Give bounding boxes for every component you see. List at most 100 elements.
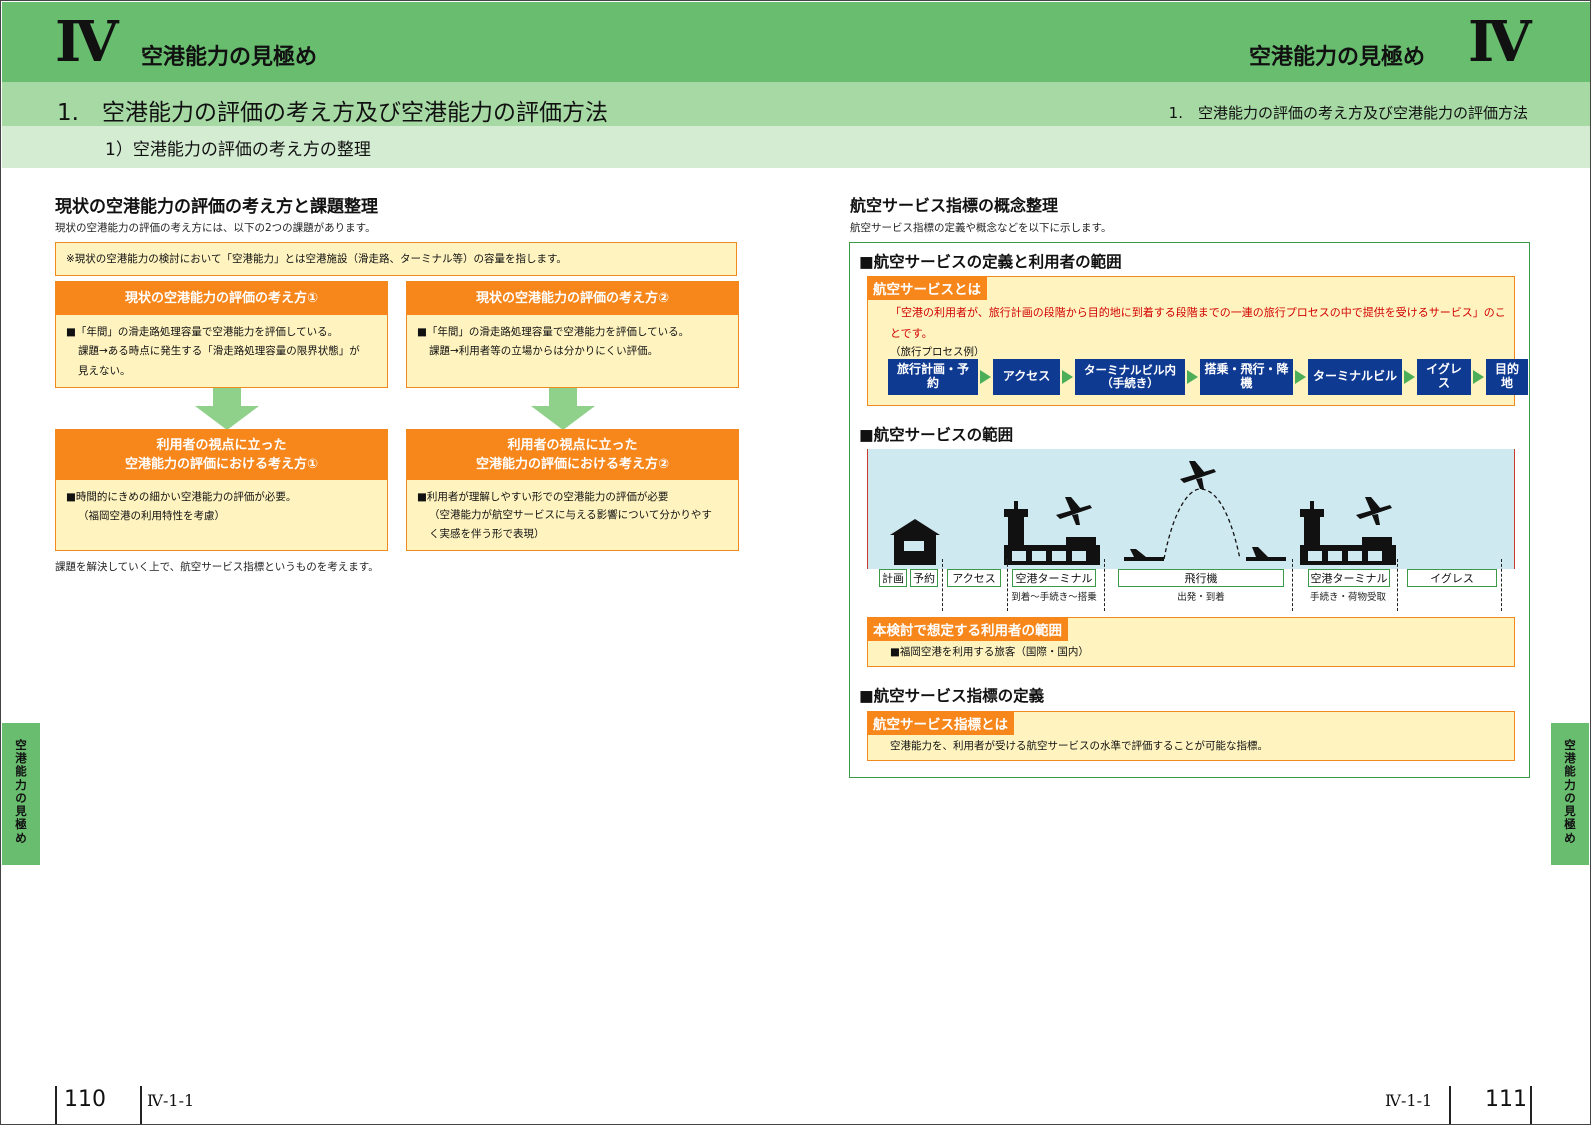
footer-rule bbox=[1530, 1086, 1532, 1124]
subsection-band bbox=[2, 126, 1590, 168]
card-body: ■時間的にきめの細かい空港能力の評価が必要。 （福岡空港の利用特性を考慮） bbox=[56, 480, 387, 535]
footer-rule bbox=[140, 1086, 142, 1124]
flow-arrow-icon bbox=[1187, 370, 1198, 384]
scope-label-terminal: 空港ターミナル bbox=[1308, 569, 1390, 587]
card-line: ■時間的にきめの細かい空港能力の評価が必要。 bbox=[66, 491, 297, 503]
terminal-building-icon bbox=[1004, 501, 1100, 565]
card-title: 利用者の視点に立った 空港能力の評価における考え方① bbox=[56, 430, 387, 480]
card-title: 現状の空港能力の評価の考え方② bbox=[407, 282, 738, 315]
side-tab-left: 空港能力の見極め bbox=[2, 723, 40, 865]
scope-label-terminal: 空港ターミナル bbox=[1012, 569, 1096, 587]
side-tab-label: 空港能力の見極め bbox=[1564, 738, 1576, 845]
flow-step: 搭乗・飛行・降機 bbox=[1200, 359, 1293, 395]
card-line: （福岡空港の利用特性を考慮） bbox=[78, 510, 225, 523]
example-label: （旅行プロセス例） bbox=[890, 346, 985, 358]
scope-label-plan: 計画 bbox=[879, 569, 907, 587]
card-body: ■「年間」の滑走路処理容量で空港能力を評価している。 課題→利用者等の立場からは… bbox=[407, 315, 738, 370]
travel-process-flow: 旅行計画・予約 アクセス ターミナルビル内 （手続き） 搭乗・飛行・降機 ターミ… bbox=[888, 359, 1528, 395]
service-definition-box: 航空サービスとは 「空港の利用者が、旅行計画の段階から目的地に到着する段階までの… bbox=[867, 276, 1528, 406]
card-line: 課題→ある時点に発生する「滑走路処理容量の限界状態」が bbox=[78, 345, 360, 358]
scope-sublabel: 出発・到着 bbox=[1177, 592, 1225, 603]
user-scope-text: ■福岡空港を利用する旅客（国際・国内） bbox=[890, 646, 1089, 658]
airplane-icon bbox=[1180, 461, 1216, 489]
airplane-icon bbox=[1356, 497, 1392, 525]
right-heading: 航空サービス指標の概念整理 bbox=[850, 196, 1059, 215]
divider bbox=[1292, 559, 1293, 611]
user-approach-card-2: 利用者の視点に立った 空港能力の評価における考え方② ■利用者が理解しやすい形で… bbox=[406, 429, 739, 551]
flow-step: ターミナルビル bbox=[1308, 359, 1402, 395]
chapter-title-right: 空港能力の見極め bbox=[1249, 45, 1426, 70]
flow-step: 旅行計画・予約 bbox=[888, 359, 978, 395]
card-line: 見えない。 bbox=[78, 364, 131, 377]
card-body: ■利用者が理解しやすい形での空港能力の評価が必要 （空港能力が航空サービスに与え… bbox=[407, 480, 738, 551]
landed-airplane-icon bbox=[1124, 549, 1164, 561]
scope-sublabel: 到着～手続き～搭乗 bbox=[1011, 592, 1097, 603]
card-line: く実感を伴う形で表現） bbox=[429, 527, 545, 540]
index-definition-box: 航空サービス指標とは 空港能力を、利用者が受ける航空サービスの水準で評価すること… bbox=[867, 711, 1515, 761]
scope-label-booking: 予約 bbox=[910, 569, 938, 587]
side-tab-label: 空港能力の見極め bbox=[15, 738, 27, 845]
current-approach-card-1: 現状の空港能力の評価の考え方① ■「年間」の滑走路処理容量で空港能力を評価してい… bbox=[55, 281, 388, 388]
flow-arrow-icon bbox=[1473, 370, 1484, 384]
divider bbox=[1501, 559, 1502, 611]
scope-label-airplane: 飛行機 bbox=[1118, 569, 1284, 587]
flow-step: アクセス bbox=[993, 359, 1060, 395]
concept-frame: ■航空サービスの定義と利用者の範囲 航空サービスとは 「空港の利用者が、旅行計画… bbox=[849, 242, 1530, 778]
card-title-line: 利用者の視点に立った bbox=[156, 437, 287, 453]
page-number-right: 111 bbox=[1485, 1087, 1527, 1112]
scope-section-title: ■航空サービスの範囲 bbox=[859, 426, 1014, 444]
scope-labels: 計画 予約 アクセス 空港ターミナル 到着～手続き～搭乗 飛行機 出発・到着 空… bbox=[867, 559, 1515, 629]
index-definition-tag: 航空サービス指標とは bbox=[867, 711, 1014, 735]
card-line: （空港能力が航空サービスに与える影響について分かりやす bbox=[429, 509, 712, 522]
card-line: ■利用者が理解しやすい形での空港能力の評価が必要 bbox=[417, 491, 669, 503]
section-band bbox=[2, 82, 1590, 126]
flow-step: イグレス bbox=[1417, 359, 1471, 395]
divider bbox=[1007, 559, 1008, 611]
down-arrow-icon bbox=[531, 388, 595, 430]
card-title-line: 空港能力の評価における考え方① bbox=[124, 457, 318, 472]
terminal-building-icon bbox=[1300, 501, 1396, 565]
card-line: ■「年間」の滑走路処理容量で空港能力を評価している。 bbox=[417, 326, 690, 338]
definition-section-title: ■航空サービスの定義と利用者の範囲 bbox=[859, 253, 1122, 271]
index-definition-text: 空港能力を、利用者が受ける航空サービスの水準で評価することが可能な指標。 bbox=[890, 740, 1268, 752]
user-approach-card-1: 利用者の視点に立った 空港能力の評価における考え方① ■時間的にきめの細かい空港… bbox=[55, 429, 388, 551]
page-code-left: Ⅳ-1-1 bbox=[147, 1091, 195, 1110]
house-icon bbox=[890, 519, 940, 565]
scope-label-access: アクセス bbox=[947, 569, 1001, 587]
service-definition-text: 「空港の利用者が、旅行計画の段階から目的地に到着する段階までの一連の旅行プロセス… bbox=[890, 306, 1506, 340]
card-title-line: 空港能力の評価における考え方② bbox=[475, 457, 669, 472]
note-box: ※現状の空港能力の検討において「空港能力」とは空港施設（滑走路、ターミナル等）の… bbox=[55, 242, 737, 276]
flow-step: 目的地 bbox=[1486, 359, 1528, 395]
card-line: 課題→利用者等の立場からは分かりにくい評価。 bbox=[429, 345, 659, 358]
section-title-right: 1. 空港能力の評価の考え方及び空港能力の評価方法 bbox=[1168, 104, 1528, 122]
divider bbox=[942, 559, 943, 611]
card-body: ■「年間」の滑走路処理容量で空港能力を評価している。 課題→ある時点に発生する「… bbox=[56, 315, 387, 389]
left-closing-text: 課題を解決していく上で、航空サービス指標というものを考えます。 bbox=[55, 561, 379, 573]
divider bbox=[1104, 559, 1105, 611]
card-title-line: 利用者の視点に立った bbox=[507, 437, 638, 453]
flow-arrow-icon bbox=[1062, 370, 1073, 384]
side-tab-right: 空港能力の見極め bbox=[1551, 723, 1589, 865]
card-title: 現状の空港能力の評価の考え方① bbox=[56, 282, 387, 315]
airport-scene bbox=[867, 449, 1515, 569]
flow-step: ターミナルビル内 （手続き） bbox=[1075, 359, 1185, 395]
left-intro: 現状の空港能力の評価の考え方には、以下の2つの課題があります。 bbox=[55, 222, 376, 234]
footer-rule bbox=[55, 1086, 57, 1124]
down-arrow-icon bbox=[195, 388, 259, 430]
left-heading: 現状の空港能力の評価の考え方と課題整理 bbox=[55, 197, 378, 217]
flow-arrow-icon bbox=[980, 370, 991, 384]
page-number-left: 110 bbox=[64, 1087, 106, 1112]
airplane-icon bbox=[1056, 497, 1092, 525]
card-title: 利用者の視点に立った 空港能力の評価における考え方② bbox=[407, 430, 738, 480]
chapter-numeral-left: Ⅳ bbox=[55, 9, 119, 75]
subsection-title: 1）空港能力の評価の考え方の整理 bbox=[105, 140, 371, 160]
flow-arrow-icon bbox=[1295, 370, 1306, 384]
current-approach-card-2: 現状の空港能力の評価の考え方② ■「年間」の滑走路処理容量で空港能力を評価してい… bbox=[406, 281, 739, 388]
page-code-right: Ⅳ-1-1 bbox=[1385, 1091, 1433, 1110]
card-line: ■「年間」の滑走路処理容量で空港能力を評価している。 bbox=[66, 326, 339, 338]
flight-path bbox=[1163, 488, 1241, 560]
flow-arrow-icon bbox=[1404, 370, 1415, 384]
service-definition-tag: 航空サービスとは bbox=[867, 276, 987, 300]
divider bbox=[1397, 559, 1398, 611]
